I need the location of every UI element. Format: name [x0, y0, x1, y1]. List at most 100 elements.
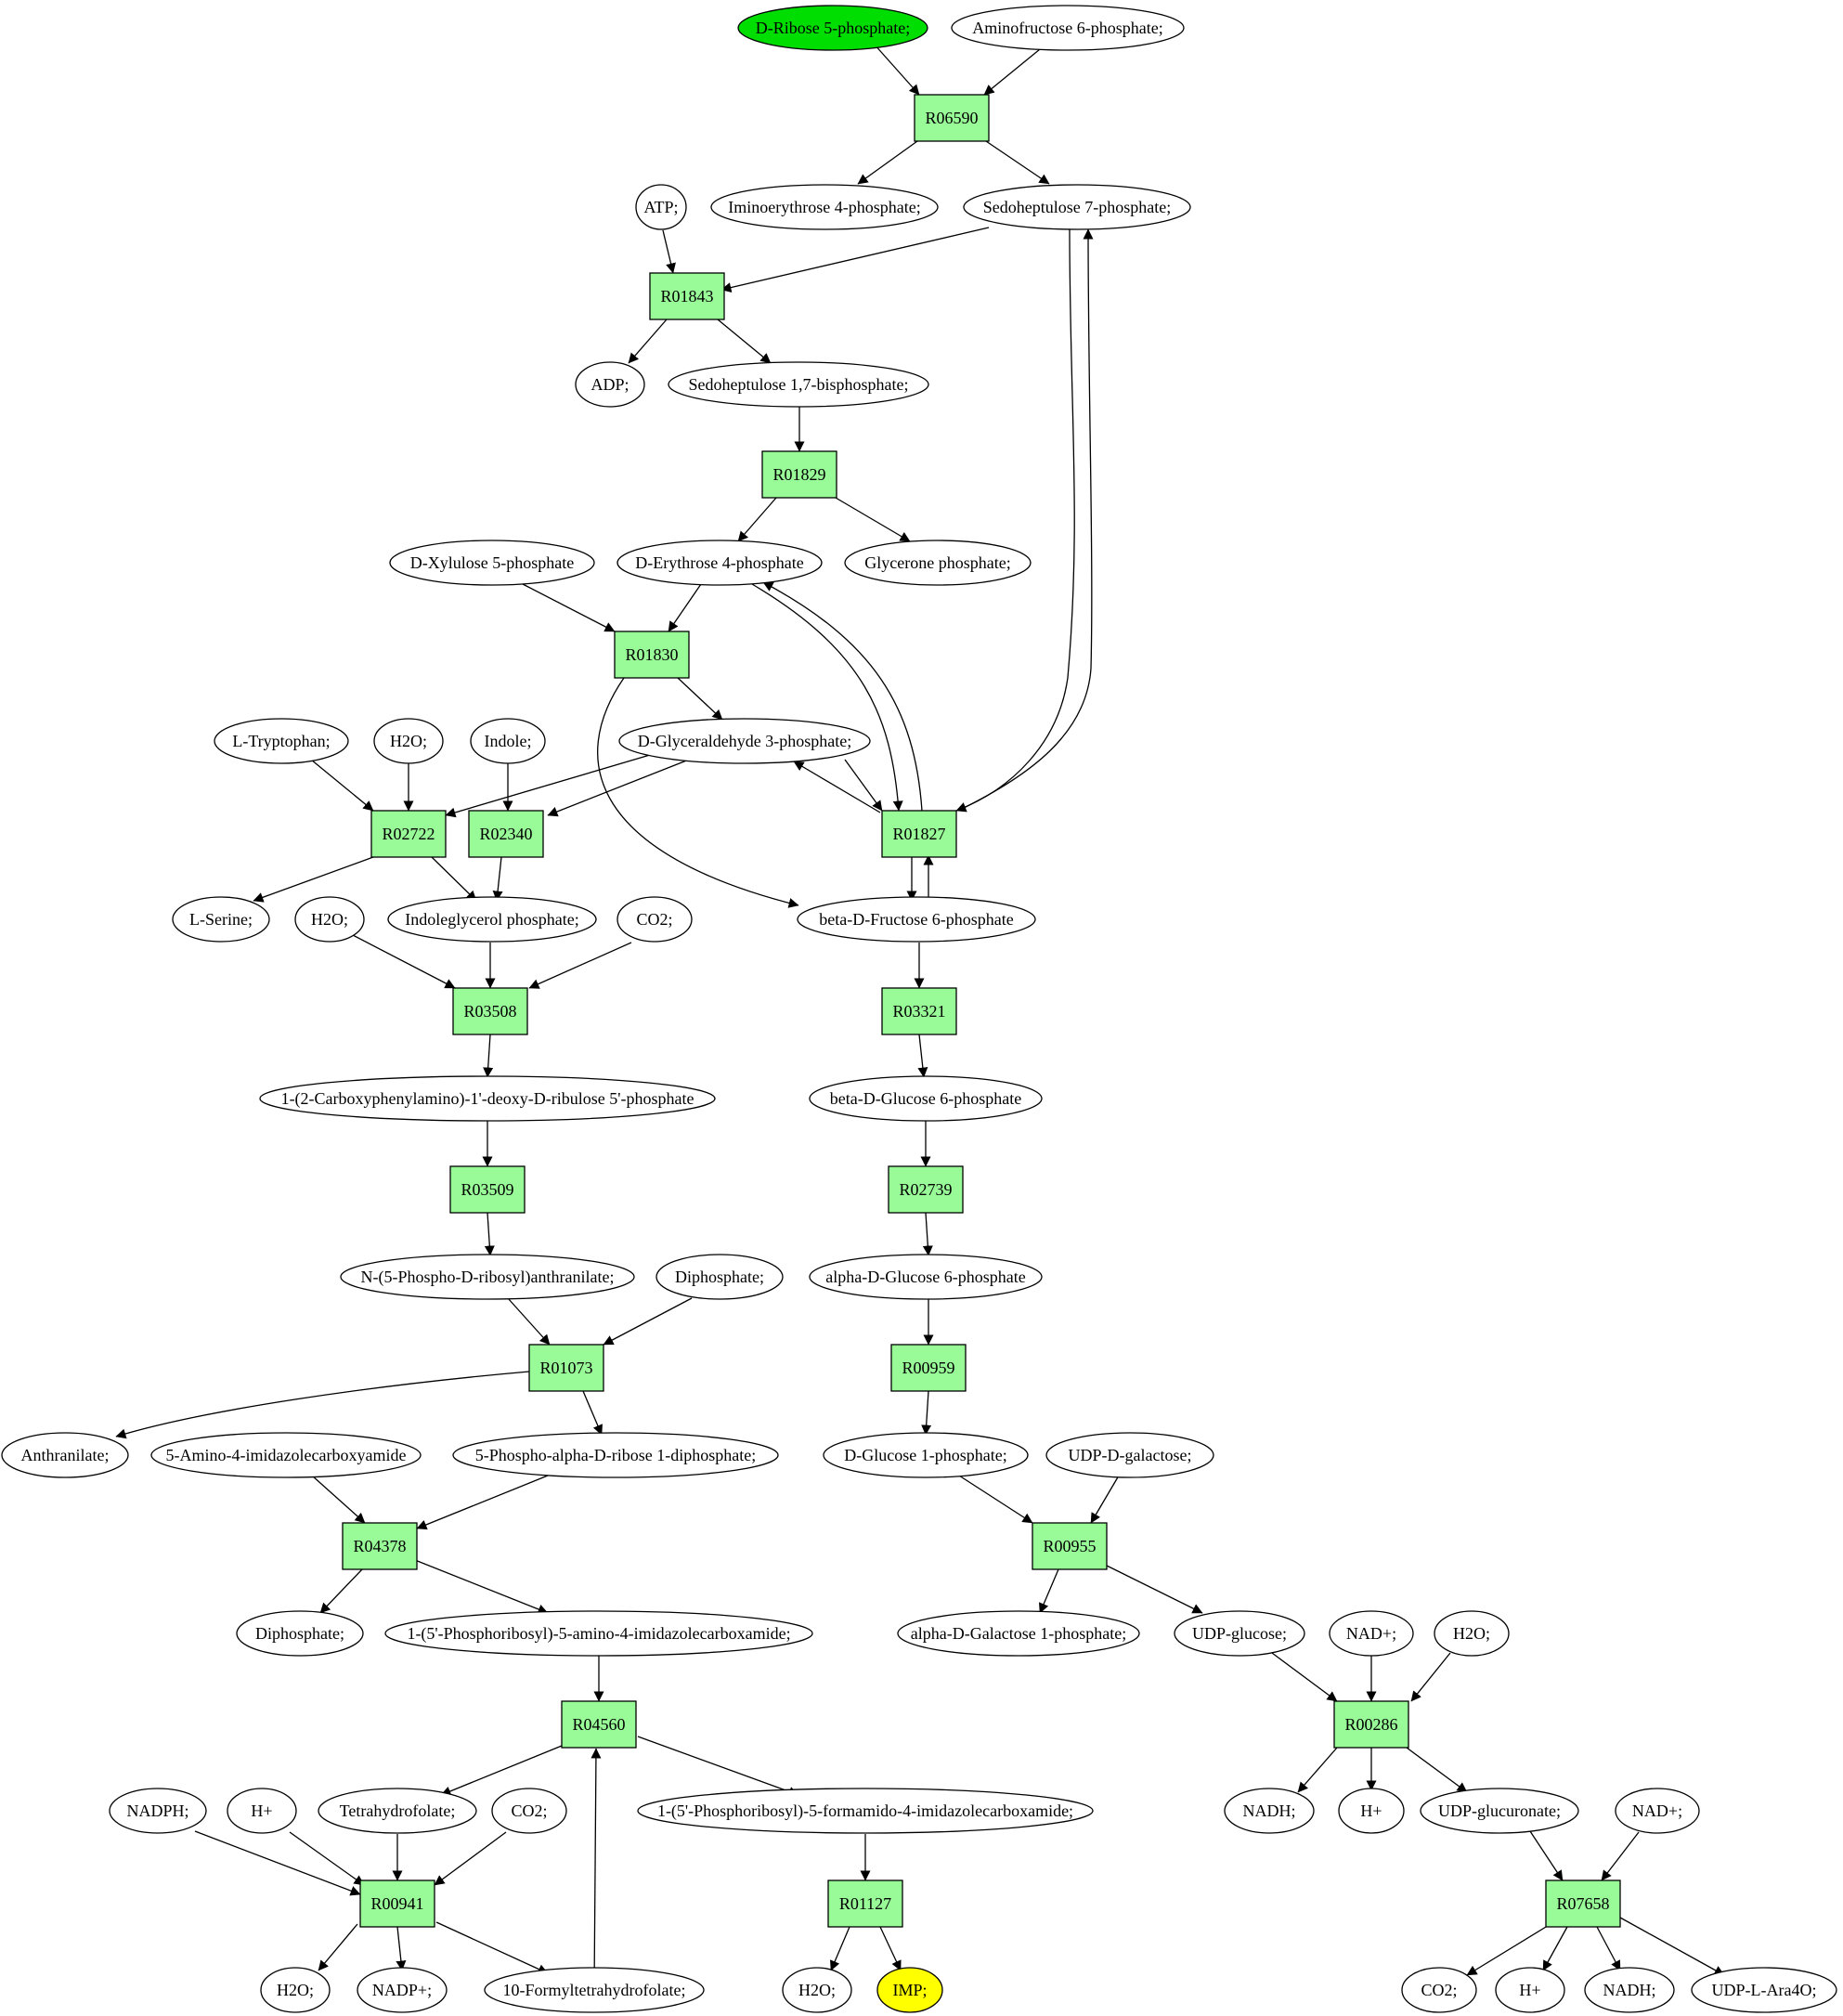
- reaction-node[interactable]: R01830: [614, 631, 690, 679]
- compound-node[interactable]: NAD+;: [1329, 1610, 1414, 1657]
- reaction-node[interactable]: R03509: [449, 1165, 526, 1214]
- compound-node[interactable]: NAD+;: [1615, 1788, 1700, 1834]
- compound-node[interactable]: alpha-D-Glucose 6-phosphate: [809, 1254, 1043, 1300]
- reaction-node[interactable]: R00959: [890, 1344, 967, 1392]
- edge: [985, 140, 1050, 185]
- compound-node[interactable]: UDP-L-Ara4O;: [1691, 1967, 1837, 2013]
- edge: [591, 1748, 602, 1991]
- compound-node[interactable]: H2O;: [260, 1967, 331, 2013]
- compound-node[interactable]: CO2;: [616, 896, 693, 943]
- compound-node[interactable]: NADP+;: [357, 1967, 448, 2013]
- compound-node[interactable]: D-Glucose 1-phosphate;: [823, 1432, 1029, 1478]
- compound-node-source[interactable]: D-Ribose 5-phosphate;: [737, 5, 928, 51]
- compound-node[interactable]: H+: [1495, 1967, 1565, 2013]
- compound-node[interactable]: H2O;: [782, 1967, 852, 2013]
- compound-node[interactable]: CO2;: [491, 1788, 567, 1834]
- reaction-node[interactable]: R06590: [914, 94, 990, 142]
- reaction-label: R00955: [1043, 1537, 1096, 1555]
- compound-node[interactable]: CO2;: [1401, 1967, 1477, 2013]
- edge: [677, 677, 723, 721]
- reaction-node[interactable]: R04378: [342, 1522, 418, 1570]
- compound-node[interactable]: 10-Formyltetrahydrofolate;: [484, 1967, 705, 2013]
- compound-node[interactable]: Diphosphate;: [655, 1254, 784, 1300]
- compound-node[interactable]: N-(5-Phospho-D-ribosyl)anthranilate;: [340, 1254, 635, 1300]
- compound-node-target[interactable]: IMP;: [876, 1967, 943, 2013]
- reaction-node[interactable]: R00941: [359, 1879, 435, 1928]
- compound-node[interactable]: H+: [227, 1788, 297, 1834]
- reaction-node[interactable]: R00955: [1032, 1522, 1108, 1570]
- reaction-node[interactable]: R07658: [1545, 1879, 1621, 1928]
- compound-node[interactable]: ADP;: [575, 361, 645, 408]
- compound-node[interactable]: L-Tryptophan;: [214, 718, 349, 764]
- edge: [289, 1831, 365, 1886]
- reaction-node[interactable]: R03508: [452, 987, 528, 1035]
- compound-node[interactable]: NADPH;: [109, 1788, 207, 1834]
- compound-label: 10-Formyltetrahydrofolate;: [503, 1981, 686, 1999]
- compound-node[interactable]: 1-(2-Carboxyphenylamino)-1'-deoxy-D-ribu…: [259, 1075, 716, 1122]
- compound-node[interactable]: Glycerone phosphate;: [844, 540, 1032, 586]
- compound-node[interactable]: alpha-D-Galactose 1-phosphate;: [897, 1610, 1140, 1657]
- edge: [844, 759, 883, 812]
- reaction-node[interactable]: R03321: [881, 987, 957, 1035]
- compound-node[interactable]: 1-(5'-Phosphoribosyl)-5-amino-4-imidazol…: [384, 1610, 813, 1657]
- compound-label: ADP;: [591, 375, 629, 394]
- edge: [1619, 1917, 1725, 1976]
- reaction-node[interactable]: R02722: [370, 810, 447, 858]
- reaction-node[interactable]: R02739: [888, 1165, 964, 1214]
- compound-label: N-(5-Phospho-D-ribosyl)anthranilate;: [361, 1268, 615, 1287]
- compound-node[interactable]: D-Erythrose 4-phosphate: [616, 540, 823, 586]
- compound-label: H2O;: [798, 1981, 836, 1999]
- compound-node[interactable]: Indole;: [470, 718, 546, 764]
- compound-node[interactable]: UDP-glucose;: [1174, 1610, 1305, 1657]
- edge: [597, 677, 799, 908]
- compound-label: NADH;: [1603, 1981, 1656, 1999]
- reaction-node[interactable]: R04560: [561, 1700, 637, 1749]
- compound-node[interactable]: 1-(5'-Phosphoribosyl)-5-formamido-4-imid…: [637, 1788, 1094, 1834]
- compound-node[interactable]: Sedoheptulose 7-phosphate;: [963, 184, 1191, 230]
- edge: [528, 942, 632, 989]
- edge: [662, 229, 676, 274]
- compound-node[interactable]: UDP-D-galactose;: [1045, 1432, 1214, 1478]
- compound-node[interactable]: Sedoheptulose 1,7-bisphosphate;: [668, 361, 929, 408]
- edge: [958, 1475, 1033, 1524]
- compound-node[interactable]: NADH;: [1224, 1788, 1315, 1834]
- compound-node[interactable]: Indoleglycerol phosphate;: [387, 896, 597, 943]
- compound-node[interactable]: L-Serine;: [172, 896, 270, 943]
- reaction-node[interactable]: R02340: [468, 810, 544, 858]
- compound-node[interactable]: Tetrahydrofolate;: [318, 1788, 477, 1834]
- reaction-node[interactable]: R01843: [649, 272, 725, 320]
- compound-node[interactable]: Anthranilate;: [1, 1432, 129, 1478]
- edge: [1104, 1564, 1203, 1614]
- compound-node[interactable]: UDP-glucuronate;: [1420, 1788, 1579, 1834]
- reaction-node[interactable]: R00286: [1333, 1700, 1409, 1749]
- compound-node[interactable]: ATP;: [635, 184, 687, 230]
- compound-node[interactable]: H2O;: [373, 718, 444, 764]
- compound-node[interactable]: D-Xylulose 5-phosphate: [389, 540, 595, 586]
- compound-node[interactable]: NADH;: [1584, 1967, 1675, 2013]
- compound-label: H2O;: [311, 910, 348, 929]
- compound-node[interactable]: beta-D-Fructose 6-phosphate: [797, 896, 1036, 943]
- compound-node[interactable]: beta-D-Glucose 6-phosphate: [809, 1075, 1043, 1122]
- reaction-label: R02739: [899, 1180, 952, 1199]
- compound-node[interactable]: Aminofructose 6-phosphate;: [951, 5, 1185, 51]
- reaction-node[interactable]: R01827: [881, 810, 957, 858]
- edge: [1090, 1475, 1120, 1524]
- reaction-node[interactable]: R01073: [528, 1344, 604, 1392]
- compound-node[interactable]: D-Glyceraldehyde 3-phosphate;: [618, 718, 871, 764]
- reaction-node[interactable]: R01829: [761, 450, 837, 499]
- compound-node[interactable]: Diphosphate;: [236, 1610, 364, 1657]
- edge: [1406, 1747, 1468, 1793]
- compound-node[interactable]: H2O;: [1434, 1610, 1510, 1657]
- compound-node[interactable]: H2O;: [294, 896, 365, 943]
- edge: [318, 1923, 358, 1971]
- reaction-node[interactable]: R01127: [827, 1879, 903, 1928]
- edge: [835, 497, 911, 542]
- compound-node[interactable]: H+: [1338, 1788, 1405, 1834]
- compound-node[interactable]: 5-Amino-4-imidazolecarboxyamide: [150, 1432, 422, 1478]
- edge: [522, 583, 616, 632]
- compound-node[interactable]: Iminoerythrose 4-phosphate;: [710, 184, 939, 230]
- reaction-label: R02722: [382, 825, 435, 843]
- compound-label: D-Glyceraldehyde 3-phosphate;: [638, 732, 851, 750]
- compound-node[interactable]: 5-Phospho-alpha-D-ribose 1-diphosphate;: [452, 1432, 779, 1478]
